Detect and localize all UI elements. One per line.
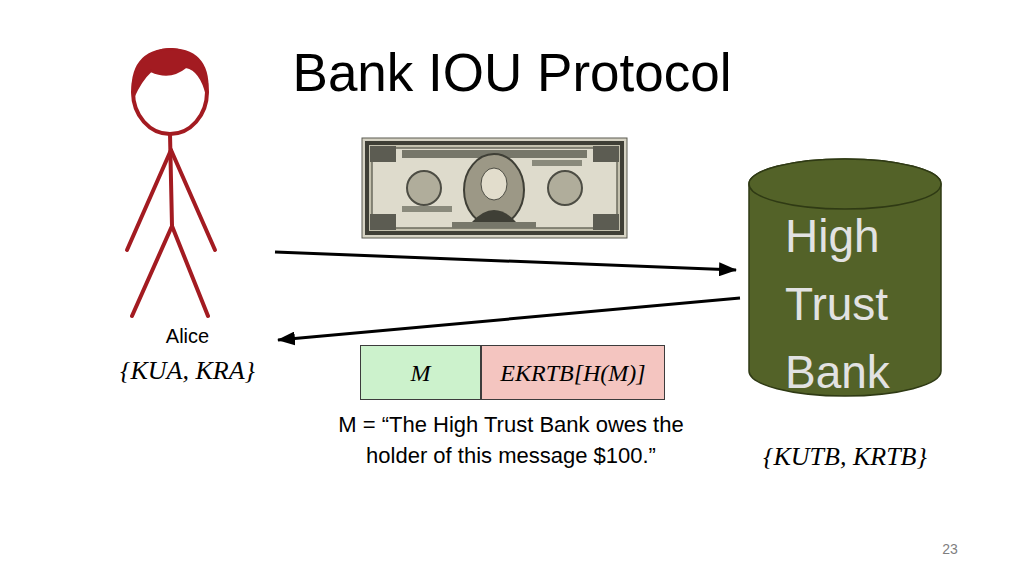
message-box: M bbox=[360, 345, 481, 400]
figure-leg bbox=[132, 226, 172, 316]
bill-portrait-frame bbox=[464, 154, 524, 226]
message-symbol: M bbox=[411, 358, 431, 388]
figure-hair bbox=[132, 49, 207, 98]
bill-paper bbox=[362, 138, 627, 238]
bill-corner bbox=[370, 214, 396, 230]
actor-name: Alice bbox=[100, 323, 275, 349]
bill-portrait-coat bbox=[472, 210, 516, 222]
slide-title: Bank IOU Protocol bbox=[0, 42, 1024, 104]
key-pair: {KUTB, KRTB} bbox=[748, 440, 942, 474]
signature-formula: EKRTB[H(M)] bbox=[500, 358, 645, 388]
cylinder-top bbox=[749, 159, 941, 209]
bill-inner bbox=[372, 148, 617, 228]
bill-serial bbox=[532, 160, 582, 166]
message-arrow bbox=[275, 252, 736, 270]
bill-seal bbox=[548, 171, 582, 205]
page-number: 23 bbox=[925, 540, 975, 558]
bill-corner bbox=[593, 214, 619, 230]
bill-serial bbox=[402, 206, 452, 212]
figure-body bbox=[170, 134, 172, 226]
key-pair: {KUA, KRA} bbox=[100, 354, 275, 388]
stick-figure bbox=[127, 49, 215, 316]
bank-cylinder: High Trust Bank{KUTB, KRTB} bbox=[748, 158, 942, 398]
figure-arm bbox=[127, 150, 171, 250]
bill-band bbox=[452, 222, 536, 228]
bill-seal bbox=[407, 171, 441, 205]
figure-head bbox=[133, 50, 207, 134]
bill-portrait-face bbox=[481, 168, 507, 200]
message-definition: M = “The High Trust Bank owes the holder… bbox=[315, 409, 707, 471]
signature-box: EKRTB[H(M)] bbox=[481, 345, 665, 400]
bill-corner bbox=[370, 146, 396, 162]
figure-leg bbox=[172, 226, 208, 316]
actor-figure: Alice {KUA, KRA} bbox=[100, 45, 275, 390]
bank-name: High Trust Bank bbox=[785, 202, 935, 406]
dollar-bill bbox=[362, 138, 627, 238]
bill-corner bbox=[593, 146, 619, 162]
bill-border bbox=[367, 143, 622, 233]
message-arrow bbox=[278, 298, 740, 340]
